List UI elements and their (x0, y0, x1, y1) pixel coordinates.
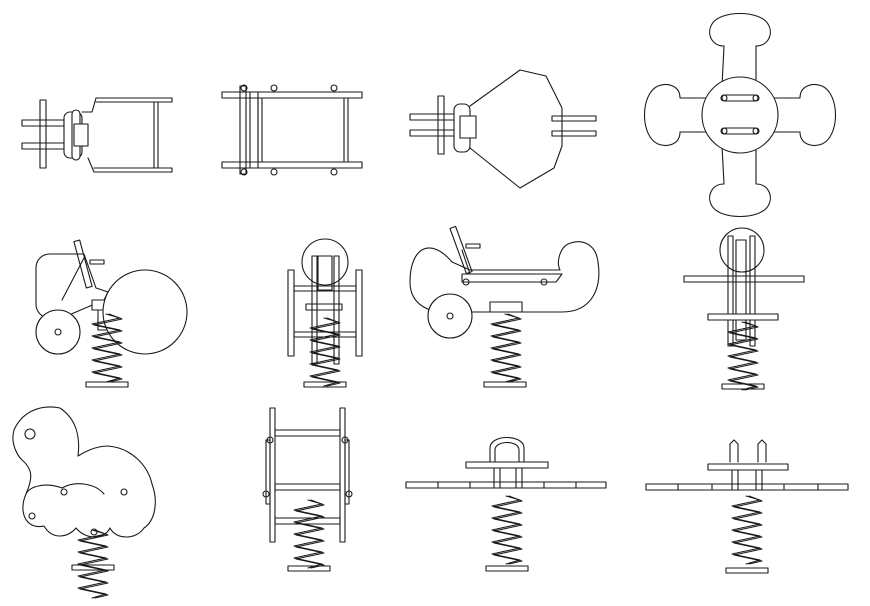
cart-plan-view (221, 84, 363, 176)
cross-seesaw-plan-view (643, 13, 837, 217)
seesaw-pegs-front-view (645, 439, 849, 574)
turtle-side-view (12, 406, 156, 599)
tractor-front-view (287, 238, 363, 388)
airplane-side-view (409, 225, 600, 388)
cart-front-view (262, 407, 353, 572)
airplane-plan-view (409, 69, 597, 189)
tractor-side-view (35, 239, 188, 388)
tractor-plan-view (21, 97, 173, 173)
airplane-front-view (683, 227, 805, 391)
seesaw-handle-front-view (405, 436, 607, 572)
